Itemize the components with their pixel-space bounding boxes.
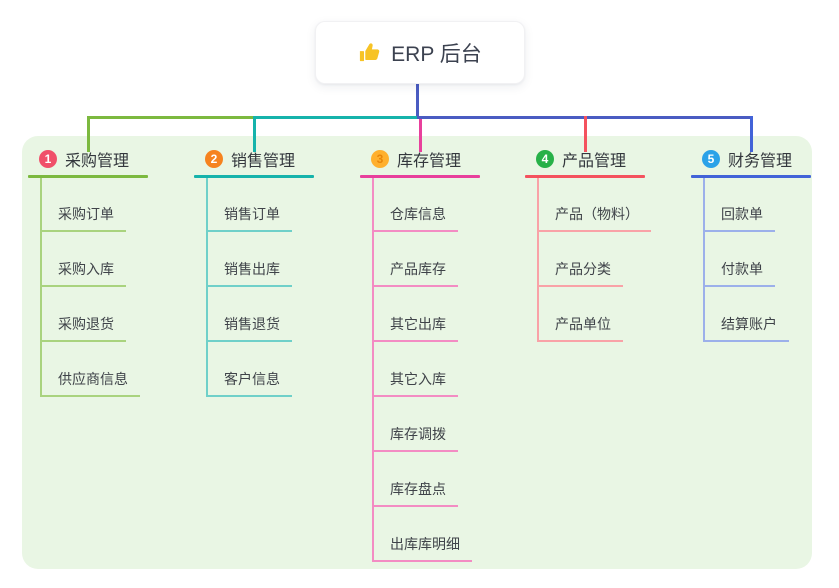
child-node[interactable]: 其它出库	[372, 314, 458, 342]
child-node[interactable]: 付款单	[703, 259, 775, 287]
branch-product: 4 产品管理 产品（物料） 产品分类产品单位	[525, 146, 685, 342]
root-node-label: ERP 后台	[391, 42, 482, 66]
child-node[interactable]: 产品（物料）	[537, 204, 651, 232]
child-node[interactable]: 客户信息	[206, 369, 292, 397]
child-node[interactable]: 销售订单	[206, 204, 292, 232]
child-node[interactable]: 采购订单	[40, 204, 126, 232]
branch-title-label: 库存管理	[397, 153, 462, 170]
branch-purchase: 1 采购管理 采购订单采购入库采购退货供应商信息	[28, 146, 188, 397]
child-node[interactable]: 采购入库	[40, 259, 126, 287]
root-node[interactable]: ERP 后台	[315, 21, 525, 84]
child-node[interactable]: 回款单	[703, 204, 775, 232]
child-node[interactable]: 出库库明细	[372, 534, 472, 562]
connector-line	[750, 116, 753, 152]
branch-title-label: 销售管理	[231, 153, 296, 170]
branch-underline	[360, 175, 480, 178]
branch-title-label: 产品管理	[562, 153, 627, 170]
child-node[interactable]: 产品分类	[537, 259, 623, 287]
connector-line	[419, 119, 422, 152]
child-node[interactable]: 产品单位	[537, 314, 623, 342]
branch-trunk-line	[40, 178, 42, 397]
branch-trunk-line	[537, 178, 539, 342]
branch-number-badge: 3	[371, 150, 389, 168]
child-node[interactable]: 销售退货	[206, 314, 292, 342]
branch-title[interactable]: 1 采购管理	[28, 146, 188, 172]
branch-title[interactable]: 5 财务管理	[691, 146, 839, 172]
branch-underline	[194, 175, 314, 178]
branch-title[interactable]: 2 销售管理	[194, 146, 354, 172]
child-node[interactable]: 产品库存	[372, 259, 458, 287]
branch-trunk-line	[206, 178, 208, 397]
branch-trunk-line	[703, 178, 705, 342]
child-node[interactable]: 供应商信息	[40, 369, 140, 397]
child-node[interactable]: 仓库信息	[372, 204, 458, 232]
thumbs-up-icon	[358, 41, 381, 64]
branch-number-badge: 2	[205, 150, 223, 168]
connector-line	[87, 116, 90, 152]
branch-title-label: 财务管理	[728, 153, 793, 170]
connector-line	[87, 116, 255, 119]
child-node[interactable]: 库存调拨	[372, 424, 458, 452]
branch-underline	[28, 175, 148, 178]
child-node[interactable]: 结算账户	[703, 314, 789, 342]
branch-underline	[691, 175, 811, 178]
child-node[interactable]: 库存盘点	[372, 479, 458, 507]
child-node[interactable]: 其它入库	[372, 369, 458, 397]
branch-title[interactable]: 3 库存管理	[360, 146, 520, 172]
branch-panel	[22, 136, 812, 569]
branch-number-badge: 4	[536, 150, 554, 168]
connector-line	[253, 116, 256, 152]
connector-line	[416, 82, 419, 119]
branch-trunk-line	[372, 178, 374, 562]
branch-title-label: 采购管理	[65, 153, 130, 170]
branch-sales: 2 销售管理 销售订单销售出库销售退货客户信息	[194, 146, 354, 397]
child-node[interactable]: 销售出库	[206, 259, 292, 287]
branch-finance: 5 财务管理 回款单付款单结算账户	[691, 146, 839, 342]
connector-line	[584, 116, 587, 152]
branch-underline	[525, 175, 645, 178]
child-node[interactable]: 采购退货	[40, 314, 126, 342]
branch-inventory: 3 库存管理 仓库信息产品库存其它出库其它入库库存调拨库存盘点出库库明细	[360, 146, 520, 562]
connector-line	[253, 116, 419, 119]
branch-title[interactable]: 4 产品管理	[525, 146, 685, 172]
branch-number-badge: 5	[702, 150, 720, 168]
branch-number-badge: 1	[39, 150, 57, 168]
